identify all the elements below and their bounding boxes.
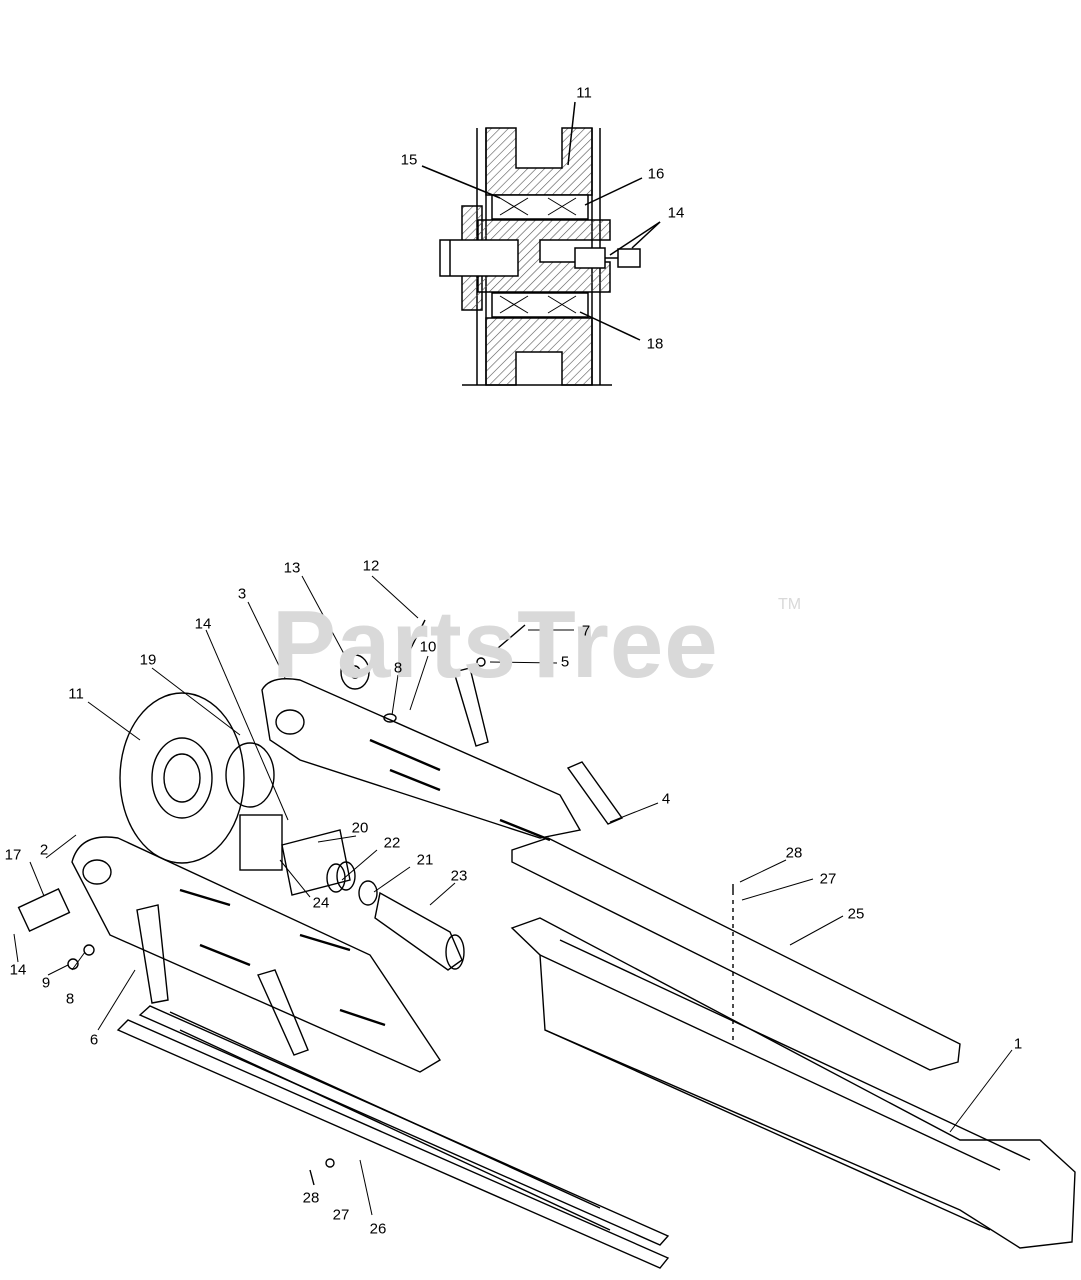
main-frame-part — [510, 917, 1076, 1249]
callout-22: 22 — [383, 834, 401, 852]
callout-24: 24 — [312, 894, 330, 912]
callout-14-lower: 14 — [9, 961, 27, 979]
callout-7: 7 — [581, 622, 591, 640]
hub-cross-section-detail — [421, 101, 661, 386]
trademark-symbol: TM — [778, 596, 802, 613]
callout-19: 19 — [139, 651, 157, 669]
callout-2: 2 — [39, 841, 49, 859]
callout-15-detail: 15 — [400, 151, 418, 169]
callout-11: 11 — [68, 685, 84, 703]
callout-21: 21 — [416, 851, 434, 869]
callout-28-lower: 28 — [302, 1189, 320, 1207]
callout-13: 13 — [283, 559, 301, 577]
callout-17: 17 — [4, 846, 22, 864]
callout-8-upper: 8 — [393, 659, 403, 677]
callout-12: 12 — [362, 557, 380, 575]
callout-20: 20 — [351, 819, 369, 837]
side-plate-part — [261, 678, 582, 839]
callout-16-detail: 16 — [647, 165, 665, 183]
exploded-assembly-view — [13, 575, 1076, 1269]
base-rail-part — [116, 1019, 670, 1269]
top-rail-part — [511, 837, 961, 1071]
callout-8-lower: 8 — [65, 990, 75, 1008]
callout-28-upper: 28 — [785, 844, 803, 862]
callout-14-upper: 14 — [194, 615, 212, 633]
callout-18-detail: 18 — [646, 335, 664, 353]
callout-23: 23 — [450, 867, 468, 885]
side-plate-part — [71, 836, 441, 1073]
callout-1: 1 — [1013, 1035, 1023, 1053]
callout-26: 26 — [369, 1220, 387, 1238]
callout-5: 5 — [560, 653, 570, 671]
callout-9: 9 — [41, 974, 51, 992]
callout-6: 6 — [89, 1031, 99, 1049]
partstree-watermark: PartsTree — [272, 591, 719, 698]
callout-4: 4 — [661, 790, 671, 808]
callout-3: 3 — [237, 585, 247, 603]
callout-27-upper: 27 — [819, 870, 837, 888]
callout-10: 10 — [419, 638, 437, 656]
callout-25: 25 — [847, 905, 865, 923]
sprocket-part — [119, 692, 245, 864]
callout-14-detail: 14 — [667, 204, 685, 222]
callout-11-detail: 11 — [576, 84, 592, 102]
callout-27-lower: 27 — [332, 1206, 350, 1224]
